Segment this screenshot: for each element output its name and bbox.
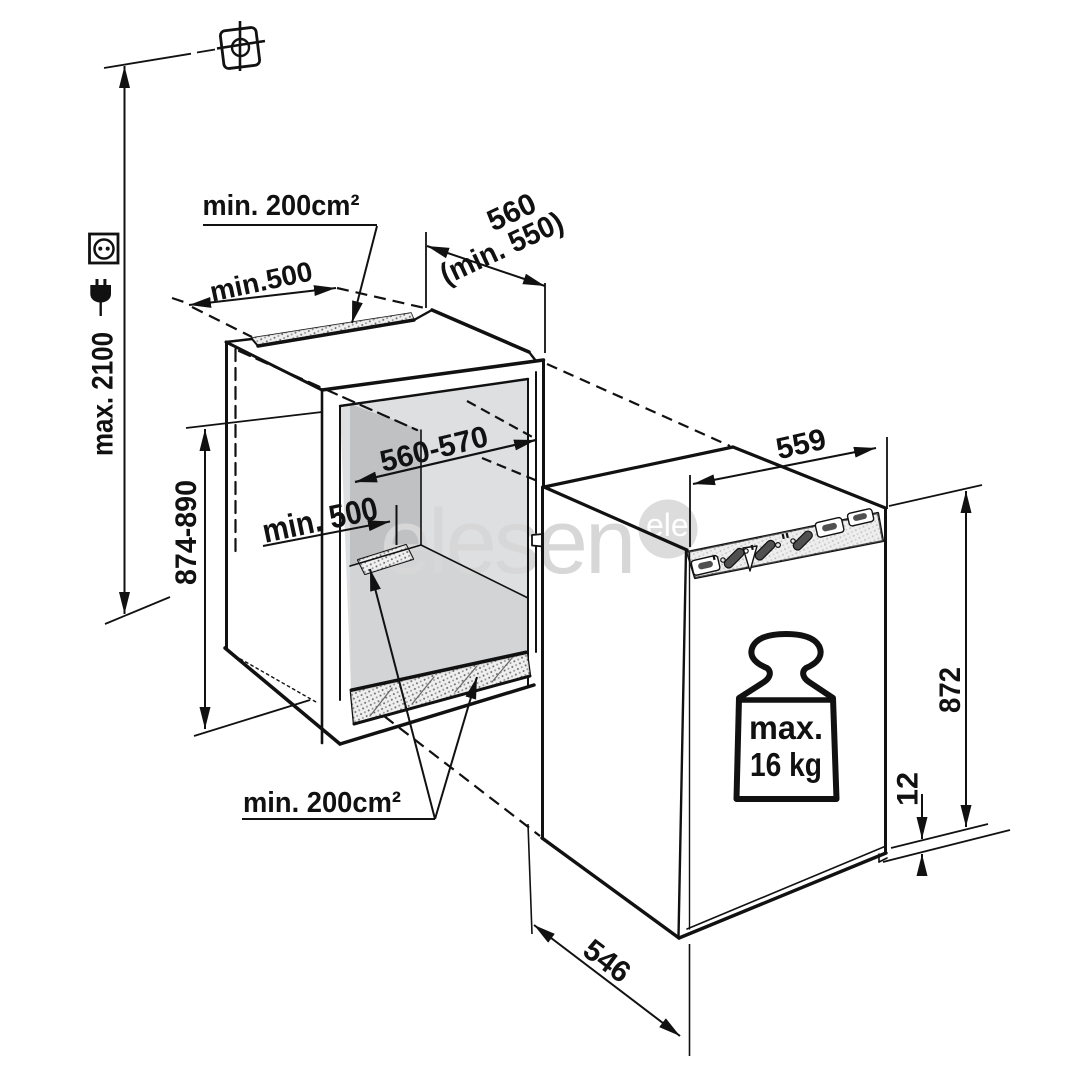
- svg-text:874-890: 874-890: [170, 480, 203, 585]
- svg-text:ele: ele: [646, 507, 689, 543]
- svg-text:872: 872: [934, 667, 967, 713]
- svg-text:elesen: elesen: [380, 491, 633, 593]
- svg-text:16 kg: 16 kg: [750, 746, 822, 783]
- svg-text:12: 12: [892, 772, 925, 806]
- svg-text:min. 200cm²: min. 200cm²: [243, 787, 401, 819]
- svg-text:min. 200cm²: min. 200cm²: [203, 190, 360, 222]
- svg-text:max. 2100: max. 2100: [87, 332, 120, 456]
- svg-text:546: 546: [577, 933, 637, 989]
- svg-text:max.: max.: [749, 709, 823, 746]
- svg-text:min.500: min.500: [207, 256, 315, 308]
